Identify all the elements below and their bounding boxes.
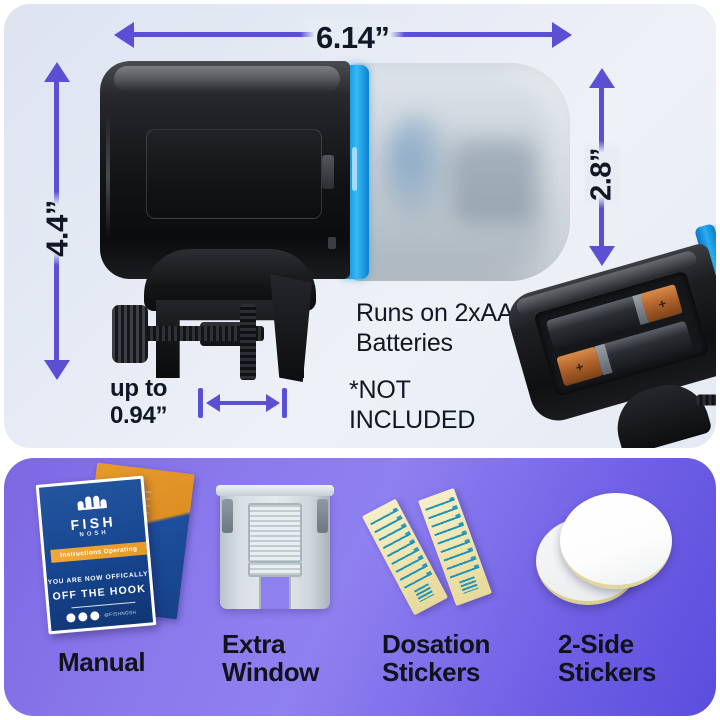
clamp-dimension-line bbox=[218, 401, 268, 405]
clamp-jaw bbox=[240, 304, 256, 380]
facebook-icon bbox=[66, 613, 76, 623]
arrow-head-up-icon bbox=[44, 62, 70, 82]
accessory-label-dosation-line2: Stickers bbox=[382, 657, 480, 688]
accessory-label-window-line1: Extra bbox=[222, 629, 286, 659]
instagram-icon bbox=[77, 612, 88, 622]
clamp-label-line1: up to bbox=[110, 375, 168, 402]
body-highlight bbox=[114, 66, 340, 92]
arrow-head-right-icon bbox=[552, 22, 572, 48]
feeder-product-illustration bbox=[100, 61, 570, 283]
clamp-tick-left bbox=[198, 388, 203, 418]
fish-crown-logo-icon bbox=[77, 495, 107, 511]
battery-line-2: Batteries bbox=[356, 329, 453, 357]
youtube-icon bbox=[89, 610, 100, 621]
extra-window-grille-lower bbox=[248, 563, 302, 577]
width-dimension-label: 6.14” bbox=[300, 20, 406, 55]
height-dimension-label: 4.4” bbox=[38, 191, 76, 266]
arrow-head-down-icon-2 bbox=[589, 246, 615, 266]
extra-window-top-cap bbox=[216, 485, 334, 496]
extra-window-clip-left bbox=[222, 499, 233, 533]
clamp-label-line2: 0.94” bbox=[110, 401, 168, 429]
clamp-arrow-right-icon bbox=[266, 394, 280, 412]
manual-cover: FISH NOSH Instructions Operating YOU ARE… bbox=[38, 478, 154, 632]
body-side-groove bbox=[106, 113, 110, 239]
hopper-interior-shadow-b bbox=[452, 139, 536, 223]
dimensions-panel: 6.14” 4.4” 2.8” bbox=[4, 4, 716, 448]
manual-tagline-bottom: OFF THE HOOK bbox=[52, 582, 147, 603]
detail-screw-rod bbox=[696, 394, 716, 406]
manual-divider bbox=[71, 601, 136, 609]
not-included-line-1: *NOT bbox=[349, 376, 411, 404]
accessory-label-dosation-stickers: Dosation Stickers bbox=[382, 630, 490, 686]
aa-battery-1-positive-cap: + bbox=[639, 284, 683, 323]
plus-symbol-icon-2: + bbox=[573, 358, 586, 376]
not-included-line-2: INCLUDED bbox=[349, 406, 476, 434]
accessory-label-twoside-line2: Stickers bbox=[558, 657, 656, 688]
ring-highlight bbox=[352, 147, 357, 191]
clamp-arrow-left-icon bbox=[206, 394, 220, 412]
accessory-label-window-line2: Window bbox=[222, 657, 320, 688]
accessory-two-side-stickers bbox=[534, 489, 674, 615]
clamp-width-label: up to 0.94” bbox=[110, 375, 168, 430]
accessory-label-extra-window: Extra Window bbox=[222, 630, 319, 686]
extra-window-grille bbox=[248, 503, 302, 563]
accessory-label-manual: Manual bbox=[58, 647, 146, 677]
accessory-label-twoside-line1: 2-Side bbox=[558, 629, 634, 659]
manual-badge-text: Instructions Operating bbox=[59, 545, 138, 560]
accessory-label-dosation-line1: Dosation bbox=[382, 629, 491, 659]
clamp-tick-right bbox=[282, 388, 287, 418]
manual-front-booklet: FISH NOSH Instructions Operating YOU ARE… bbox=[35, 475, 157, 635]
clamp-arm-right bbox=[270, 274, 312, 382]
vent-slit bbox=[328, 237, 336, 249]
dosation-logo-1 bbox=[413, 583, 435, 603]
sticker-disc-front bbox=[560, 493, 672, 589]
aa-battery-2-positive-cap: + bbox=[556, 346, 603, 387]
manual-instructions-badge: Instructions Operating bbox=[50, 541, 148, 563]
accessory-label-two-side-stickers: 2-Side Stickers bbox=[558, 630, 656, 686]
arrow-head-up-icon-2 bbox=[589, 68, 615, 88]
dosation-scale-marks-2 bbox=[425, 498, 479, 579]
accessory-dosation-stickers bbox=[361, 487, 516, 616]
battery-callout: Runs on 2xAA Batteries bbox=[356, 298, 514, 358]
accessory-extra-window bbox=[212, 481, 338, 613]
plus-symbol-icon-1: + bbox=[656, 295, 669, 312]
clamp-screw-rod bbox=[144, 326, 264, 341]
not-included-note: *NOT INCLUDED bbox=[349, 375, 475, 435]
accessory-label-manual-line1: Manual bbox=[58, 647, 146, 677]
manual-social-handle: @FISHNOSH bbox=[104, 609, 137, 618]
battery-line-1: Runs on 2xAA bbox=[356, 299, 514, 327]
clamp-thumb-knob bbox=[112, 305, 148, 363]
battery-door-latch bbox=[322, 155, 334, 189]
dosation-logo-2 bbox=[459, 576, 479, 594]
depth-dimension-label: 2.8” bbox=[584, 140, 620, 209]
manual-social-row: @FISHNOSH bbox=[50, 606, 152, 624]
battery-door-panel bbox=[146, 129, 322, 219]
arrow-head-left-icon bbox=[114, 22, 134, 48]
extra-window-slot bbox=[259, 577, 291, 609]
feeder-hopper bbox=[346, 63, 570, 281]
arrow-head-down-icon bbox=[44, 360, 70, 380]
accessory-manual: FISH NOSH Instructions Operating YOU ARE… bbox=[35, 462, 216, 635]
extra-window-clip-right bbox=[317, 499, 328, 533]
hopper-interior-shadow-a bbox=[382, 113, 454, 223]
